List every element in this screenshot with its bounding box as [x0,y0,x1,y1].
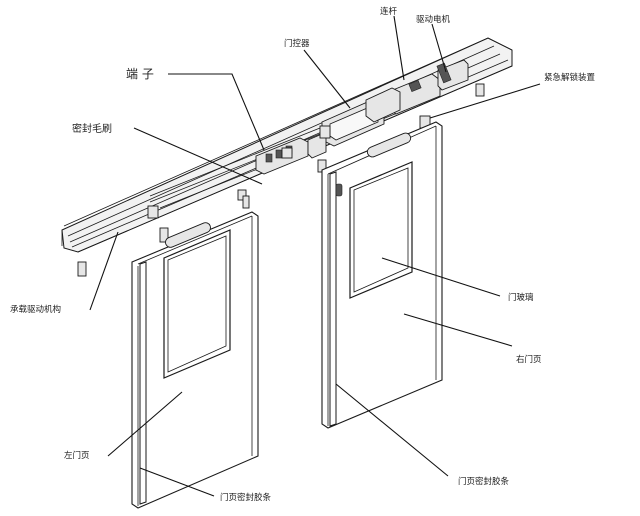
text-labels: 连杆 驱动电机 门控器 端 子 紧急解锁装置 密封毛刷 承载驱动机构 门玻璃 右… [10,6,596,503]
leader-terminal [168,73,265,151]
leader-connecting-rod [393,15,405,81]
leader-door-glass [381,257,501,297]
label-door-glass: 门玻璃 [508,292,534,303]
leader-lines [89,15,541,497]
label-emergency-unlock: 紧急解锁装置 [544,72,596,83]
hangers [77,83,485,277]
leader-seal-brush [133,127,263,185]
leader-right-leaf [403,313,513,347]
leader-left-leaf [107,391,183,457]
leader-carrier-drive [89,231,119,311]
label-connecting-rod: 连杆 [380,6,398,17]
leader-seal-strip-left [139,467,215,497]
left-door-glass [163,229,231,379]
door-controller-box [321,87,401,147]
label-terminal: 端 子 [126,67,154,81]
leader-emergency-unlock [429,83,541,119]
label-right-leaf: 右门页 [516,354,542,365]
label-door-controller: 门控器 [284,38,310,49]
label-seal-strip-right: 门页密封胶条 [458,476,510,487]
leader-drive-motor [431,23,447,73]
label-seal-strip-left: 门页密封胶条 [220,492,272,503]
label-carrier-drive: 承载驱动机构 [10,304,61,315]
label-seal-brush: 密封毛刷 [72,122,112,135]
leader-seal-strip-right [335,383,449,477]
leader-door-controller [303,49,351,109]
right-door-glass [349,161,413,299]
label-drive-motor: 驱动电机 [416,14,451,25]
label-left-leaf: 左门页 [64,450,90,461]
